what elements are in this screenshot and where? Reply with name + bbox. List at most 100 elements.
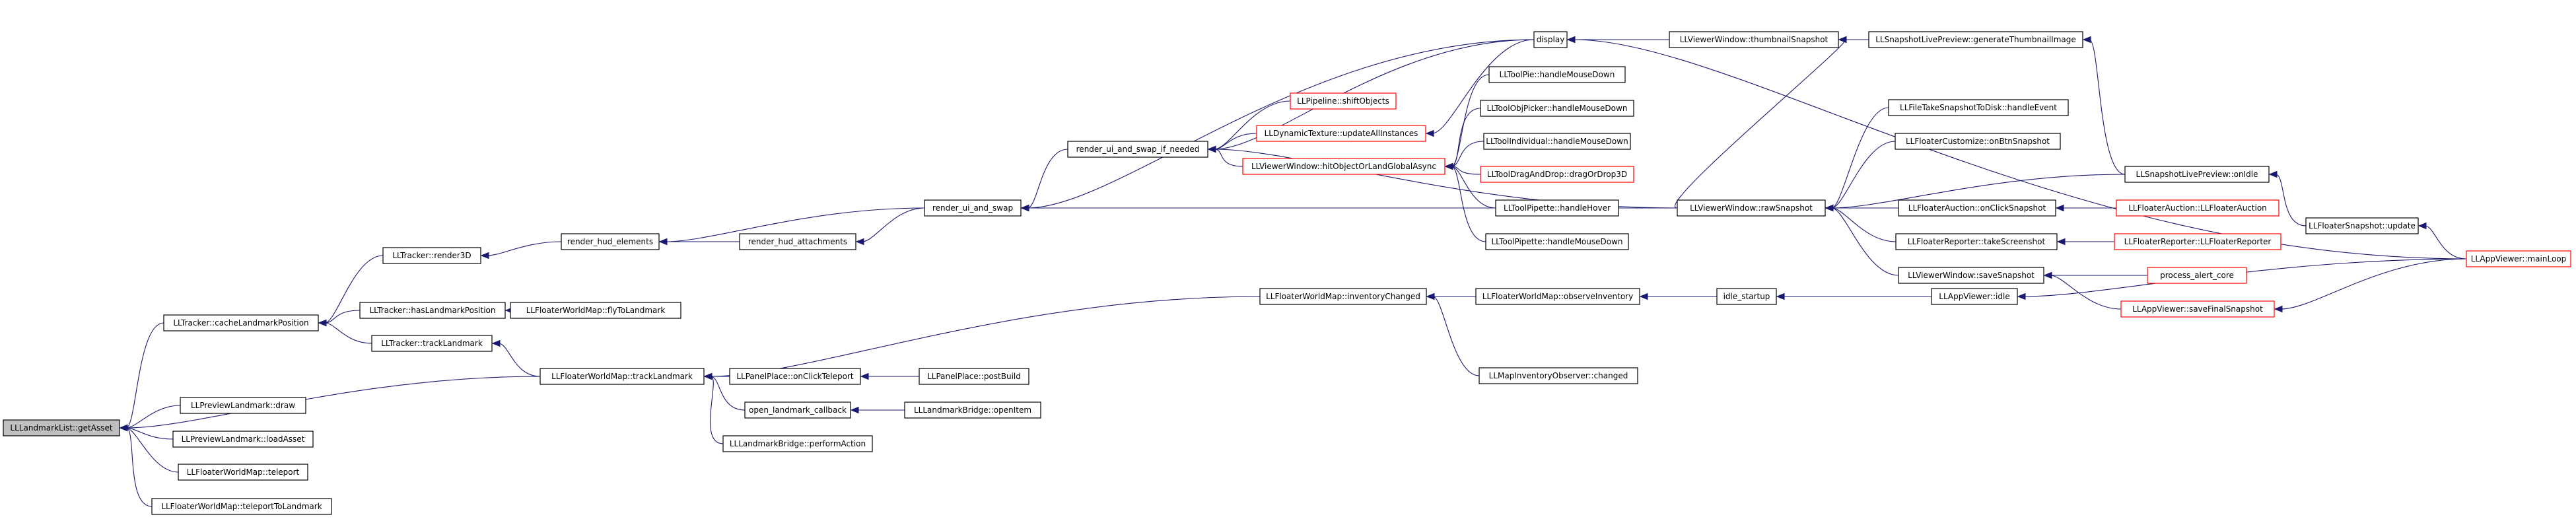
node-box [919,368,1029,385]
arrowhead [1444,162,1453,170]
node-getAsset[interactable]: LLLandmarkList::getAsset [3,419,120,436]
node-vwThumbnailSnapshot[interactable]: LLViewerWindow::thumbnailSnapshot [1669,31,1839,48]
node-label: render_ui_and_swap [932,203,1013,213]
node-label: render_hud_elements [567,237,653,246]
node-trRender3D[interactable]: LLTracker::render3D [382,247,481,264]
node-faOnClickSnapshot[interactable]: LLFloaterAuction::onClickSnapshot [1898,199,2056,217]
node-box [2120,300,2275,318]
node-ppOnClickTeleport[interactable]: LLPanelPlace::onClickTeleport [729,368,861,385]
node-label: LLAppViewer::mainLoop [2471,254,2567,263]
node-label: LLToolIndividual::handleMouseDown [1486,137,1628,146]
node-vwSaveSnapshot[interactable]: LLViewerWindow::saveSnapshot [1898,267,2044,284]
node-trTrackLandmark[interactable]: LLTracker::trackLandmark [371,335,493,352]
node-label: LLSnapshotLivePreview::onIdle [2136,170,2258,179]
arrowhead [850,406,859,414]
node-ftsHandleEvent[interactable]: LLFileTakeSnapshotToDisk::handleEvent [1888,99,2069,116]
node-label: LLToolObjPicker::handleMouseDown [1487,104,1628,113]
node-plDraw[interactable]: LLPreviewLandmark::draw [180,397,306,414]
node-frCtor[interactable]: LLFloaterReporter::LLFloaterReporter [2114,233,2281,250]
node-mioChanged[interactable]: LLMapInventoryObserver::changed [1479,367,1638,384]
arrowhead [703,372,713,380]
node-tpipHandleHover[interactable]: LLToolPipette::handleHover [1495,199,1619,217]
node-faCtor[interactable]: LLFloaterAuction::LLFloaterAuction [2116,199,2280,217]
arrowhead [2055,204,2064,212]
node-appIdle[interactable]: LLAppViewer::idle [1931,288,2018,305]
node-label: LLFloaterWorldMap::inventoryChanged [1266,292,1420,301]
node-box [561,233,660,250]
arrowhead [2017,293,2026,300]
node-label: LLViewerWindow::rawSnapshot [1690,203,1813,213]
node-tpieHandleMouseDown[interactable]: LLToolPie::handleMouseDown [1488,66,1626,83]
node-label: LLFileTakeSnapshotToDisk::handleEvent [1900,103,2057,112]
arrowhead [860,372,869,380]
node-topHandleMouseDown[interactable]: LLToolObjPicker::handleMouseDown [1480,100,1634,117]
node-ppPostBuild[interactable]: LLPanelPlace::postBuild [919,368,1029,385]
node-plLoadAsset[interactable]: LLPreviewLandmark::loadAsset [172,431,314,448]
node-label: LLFloaterWorldMap::teleportToLandmark [161,502,322,511]
node-renderUiAndSwap[interactable]: render_ui_and_swap [924,199,1022,217]
arrowhead [318,319,327,327]
node-openLandmarkCallback[interactable]: open_landmark_callback [744,401,851,419]
arrowhead [491,339,501,347]
node-label: LLAppViewer::idle [1939,292,2009,301]
arrowhead [1639,293,1648,300]
node-tddDragOrDrop3D[interactable]: LLToolDragAndDrop::dragOrDrop3D [1480,166,1634,183]
node-fwmInventoryChanged[interactable]: LLFloaterWorldMap::inventoryChanged [1259,288,1427,305]
call-edge [119,405,181,432]
node-slpOnIdle[interactable]: LLSnapshotLivePreview::onIdle [2124,166,2270,183]
node-fsUpdate[interactable]: LLFloaterSnapshot::update [2305,217,2419,234]
node-renderUiAndSwapIfNeeded[interactable]: render_ui_and_swap_if_needed [1067,141,1208,158]
node-label: LLFloaterWorldMap::observeInventory [1482,292,1633,301]
node-trHasLandmarkPosition[interactable]: LLTracker::hasLandmarkPosition [359,302,506,319]
node-frTakeScreenshot[interactable]: LLFloaterReporter::takeScreenshot [1895,233,2058,250]
call-edge [1675,36,1847,209]
node-fwmTeleport[interactable]: LLFloaterWorldMap::teleport [178,464,308,481]
node-tiHandleMouseDown[interactable]: LLToolIndividual::handleMouseDown [1483,133,1631,150]
node-cacheLandmarkPosition[interactable]: LLTracker::cacheLandmarkPosition [163,314,319,331]
node-slpGenerateThumbnail[interactable]: LLSnapshotLivePreview::generateThumbnail… [1868,31,2083,48]
node-fwmTeleportToLandmark[interactable]: LLFloaterWorldMap::teleportToLandmark [151,498,332,515]
node-label: idle_startup [1723,292,1770,301]
node-label: LLPipeline::shiftObjects [1297,96,1389,106]
arrowhead [1425,129,1434,137]
node-vwHitObject[interactable]: LLViewerWindow::hitObjectOrLandGlobalAsy… [1242,158,1445,175]
node-tpipHandleMouseDown[interactable]: LLToolPipette::handleMouseDown [1485,233,1629,250]
node-box [2124,166,2270,183]
node-box [1479,367,1638,384]
call-edge [658,207,925,246]
call-edge [1444,162,1486,242]
node-label: LLTracker::hasLandmarkPosition [369,306,495,315]
node-box [359,302,506,319]
node-fwmObserveInventory[interactable]: LLFloaterWorldMap::observeInventory [1475,288,1640,305]
node-renderHudElements[interactable]: render_hud_elements [561,233,660,250]
node-pipelineShiftObjects[interactable]: LLPipeline::shiftObjects [1290,92,1397,110]
node-box [1495,199,1619,217]
node-display[interactable]: display [1533,31,1568,48]
node-processAlertCore[interactable]: process_alert_core [2147,267,2247,284]
node-lbOpenItem[interactable]: LLLandmarkBridge::openItem [904,401,1041,419]
node-fcOnBtnSnapshot[interactable]: LLFloaterCustomize::onBtnSnapshot [1895,133,2061,150]
node-label: LLPanelPlace::postBuild [927,372,1021,381]
call-edge [1825,141,1896,212]
node-appSaveFinalSnapshot[interactable]: LLAppViewer::saveFinalSnapshot [2120,300,2275,318]
node-label: LLToolPie::handleMouseDown [1500,70,1615,79]
node-dtUpdateAllInstances[interactable]: LLDynamicTexture::updateAllInstances [1256,125,1426,142]
node-box [739,233,856,250]
node-renderHudAttachments[interactable]: render_hud_attachments [739,233,856,250]
node-box [1242,158,1445,175]
node-box [1895,133,2061,150]
node-box [2466,250,2571,267]
node-label: LLLandmarkBridge::performAction [730,439,866,448]
call-edge [480,241,562,260]
call-edge [1776,293,1932,300]
node-fwmFlyToLandmark[interactable]: LLFloaterWorldMap::flyToLandmark [510,302,681,319]
node-label: LLFloaterAuction::onClickSnapshot [1908,203,2046,213]
node-fwmTrackLandmark[interactable]: LLFloaterWorldMap::trackLandmark [540,368,705,385]
node-idleStartup[interactable]: idle_startup [1716,288,1777,305]
node-appMainLoop[interactable]: LLAppViewer::mainLoop [2466,250,2571,267]
call-edge [318,319,372,344]
node-box [1898,199,2056,217]
node-vwRawSnapshot[interactable]: LLViewerWindow::rawSnapshot [1677,199,1826,217]
node-lbPerformAction[interactable]: LLLandmarkBridge::performAction [722,435,873,452]
